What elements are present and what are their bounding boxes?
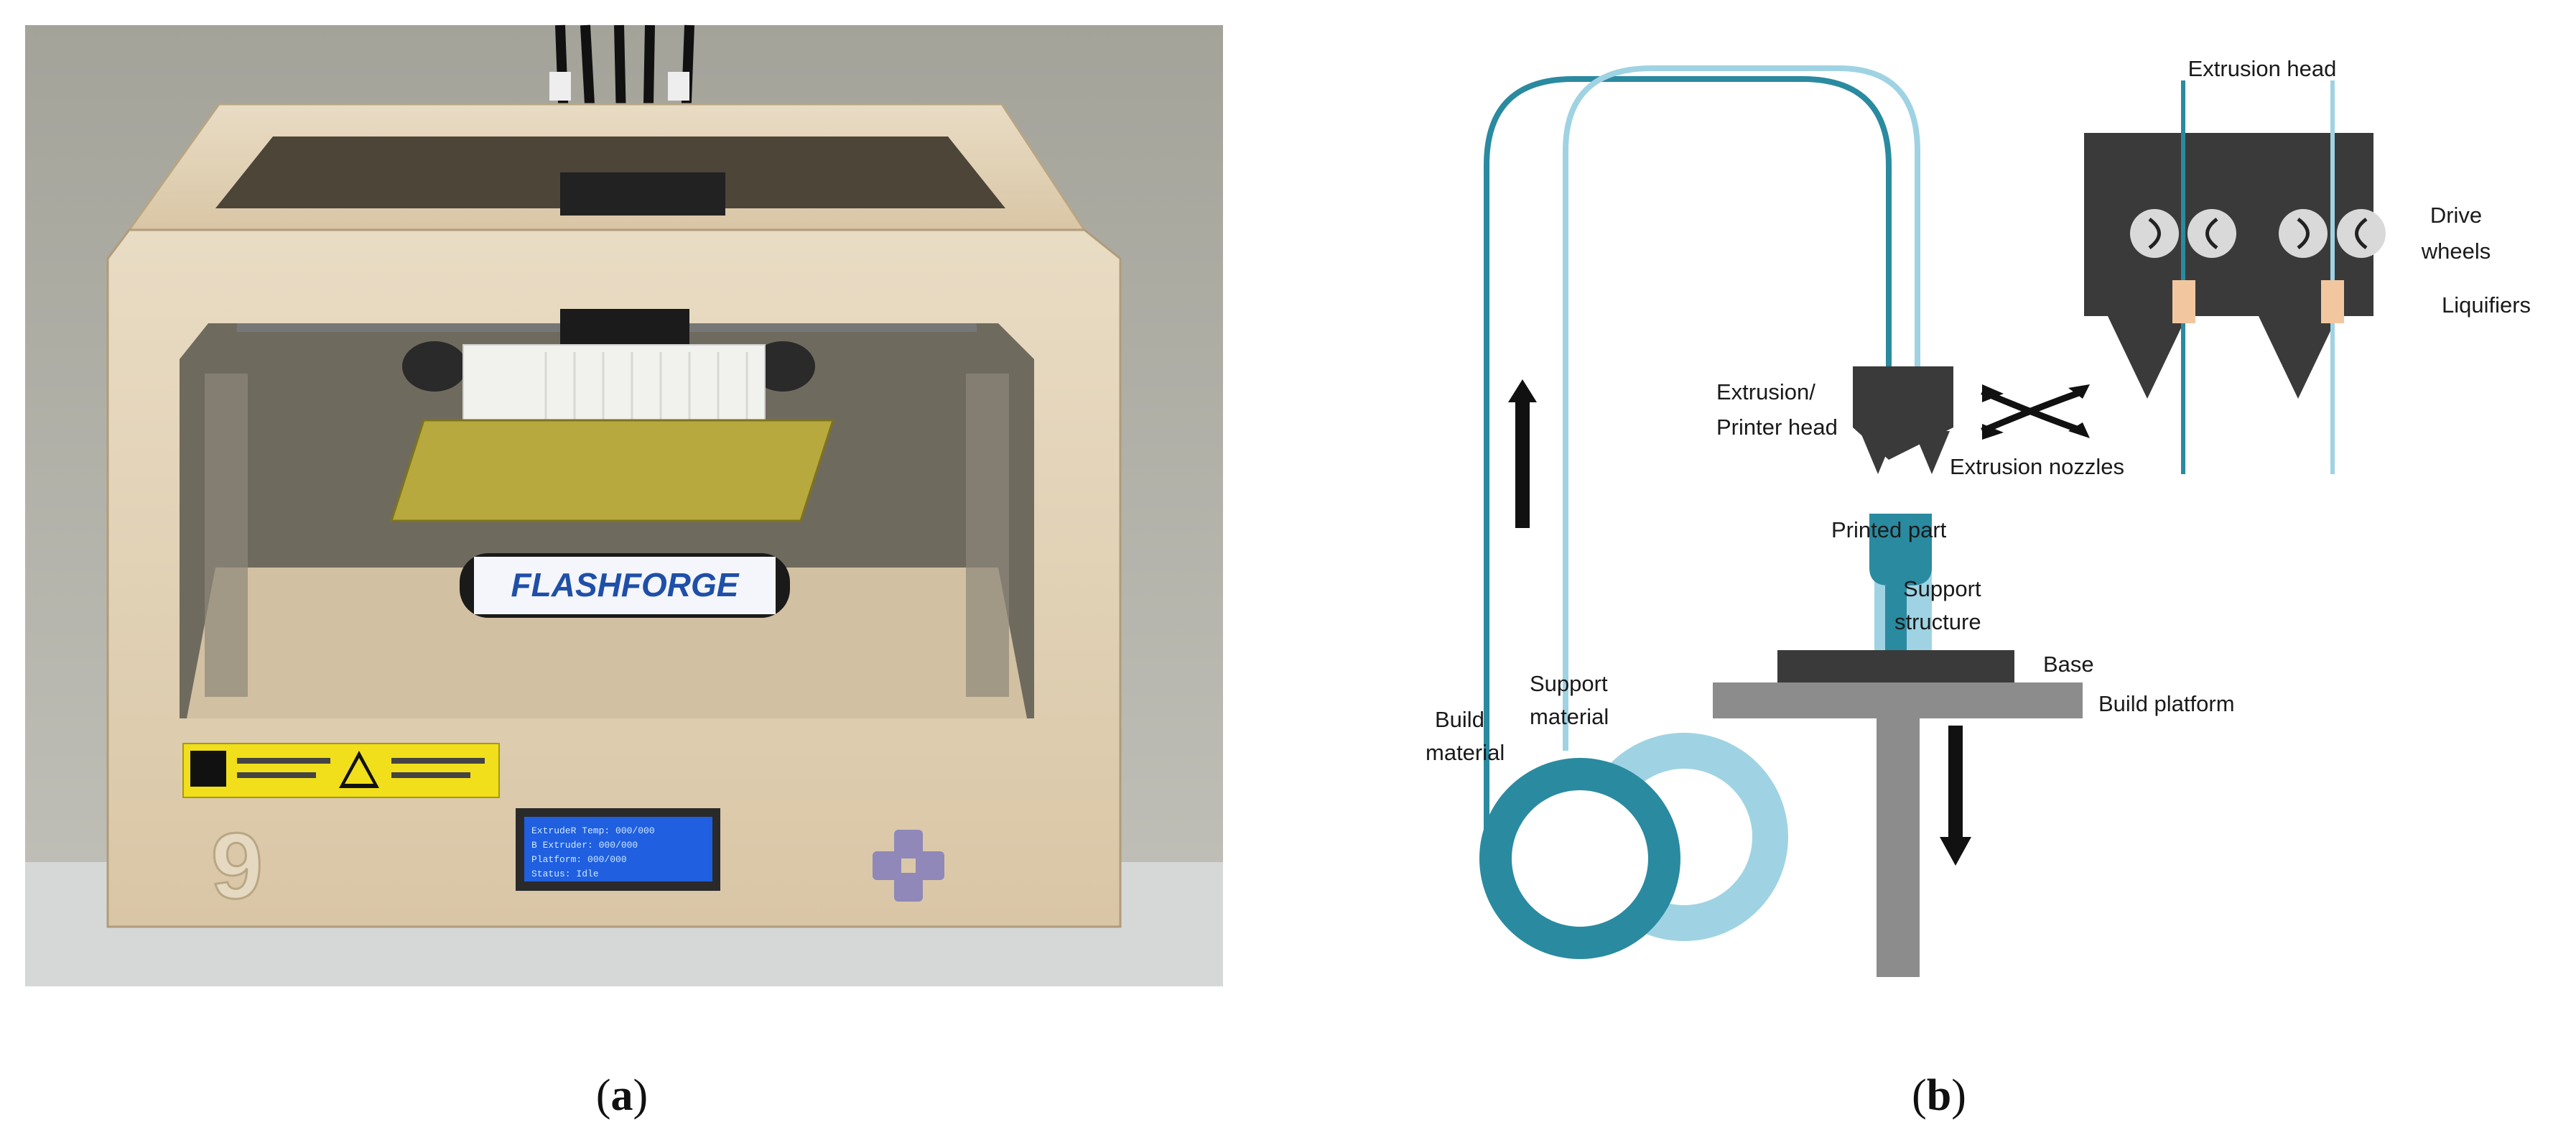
- platform-down-arrow: [1940, 726, 1971, 866]
- label-extrusion-head: Extrusion head: [2188, 56, 2337, 81]
- svg-text:Status: Idle: Status: Idle: [531, 869, 599, 879]
- build-material-filament: [1484, 76, 1892, 841]
- support-material-filament: [1563, 65, 1920, 751]
- label-extrusion-nozzles: Extrusion nozzles: [1950, 454, 2124, 479]
- label-support-material-2: material: [1530, 704, 1609, 729]
- label-structure: structure: [1894, 609, 1981, 634]
- printer-brand-logo: FLASHFORGE: [511, 566, 740, 603]
- label-support: Support: [1903, 576, 1981, 601]
- xy-motion-arrowheads: [1982, 384, 2090, 440]
- liquifier-left: [2172, 280, 2195, 323]
- svg-text:B Extruder: 000/000: B Extruder: 000/000: [531, 840, 638, 851]
- extrusion-head-detail: [2084, 80, 2386, 474]
- warning-sticker: [182, 743, 500, 798]
- control-buttons: [873, 830, 944, 902]
- lcd-display: ExtrudeR Temp: 000/000 B Extruder: 000/0…: [516, 808, 720, 891]
- label-support-material-1: Support: [1530, 671, 1608, 696]
- caption-b: (b): [1912, 1071, 1966, 1120]
- panel-a-photo: FLASHFORGE 9 ExtrudeR Temp: 000/000 B Ex…: [25, 24, 1223, 986]
- svg-text:Platform: 000/000: Platform: 000/000: [531, 854, 627, 865]
- electronics-board: [560, 172, 725, 216]
- brand-roller: FLASHFORGE: [460, 553, 790, 618]
- liquifier-right: [2321, 280, 2344, 323]
- extrusion-nozzle-left: [1860, 431, 1896, 474]
- label-liquifiers: Liquifiers: [2442, 292, 2531, 318]
- print-head: [402, 309, 815, 392]
- base: [1777, 650, 2014, 682]
- label-printed-part: Printed part: [1831, 517, 1947, 542]
- label-printer-head: Printer head: [1716, 415, 1838, 440]
- printer-top-frame: [127, 103, 1087, 231]
- cable-clip-2: [668, 72, 689, 101]
- feed-up-arrow: [1508, 379, 1537, 528]
- build-material-spool: [1479, 758, 1680, 959]
- model-number-nine: 9: [211, 813, 263, 918]
- caption-a: (a): [596, 1071, 648, 1120]
- label-build-material-1: Build: [1435, 707, 1484, 732]
- printer-head: [1853, 366, 1953, 474]
- label-build-material-2: material: [1426, 740, 1505, 765]
- label-build-platform: Build platform: [2098, 691, 2235, 716]
- label-base: Base: [2043, 652, 2094, 677]
- printed-part: [1869, 514, 1932, 650]
- label-wheels: wheels: [2421, 239, 2491, 264]
- panel-b-diagram: Extrusion head Drive wheels Liquifiers E…: [1426, 56, 2531, 977]
- drive-wheels: [2130, 209, 2386, 258]
- drive-wheel-arrows: [2148, 217, 2368, 250]
- build-plate: [389, 419, 835, 522]
- label-extrusion-slash: Extrusion/: [1716, 379, 1815, 404]
- svg-text:ExtrudeR Temp: 000/000: ExtrudeR Temp: 000/000: [531, 825, 655, 836]
- label-drive: Drive: [2430, 203, 2482, 228]
- build-platform: [1713, 682, 2083, 718]
- cable-clip: [549, 72, 571, 101]
- platform-column: [1877, 718, 1920, 977]
- extrusion-nozzle-right: [1914, 431, 1950, 474]
- xy-motion-arrows: [1981, 388, 2084, 435]
